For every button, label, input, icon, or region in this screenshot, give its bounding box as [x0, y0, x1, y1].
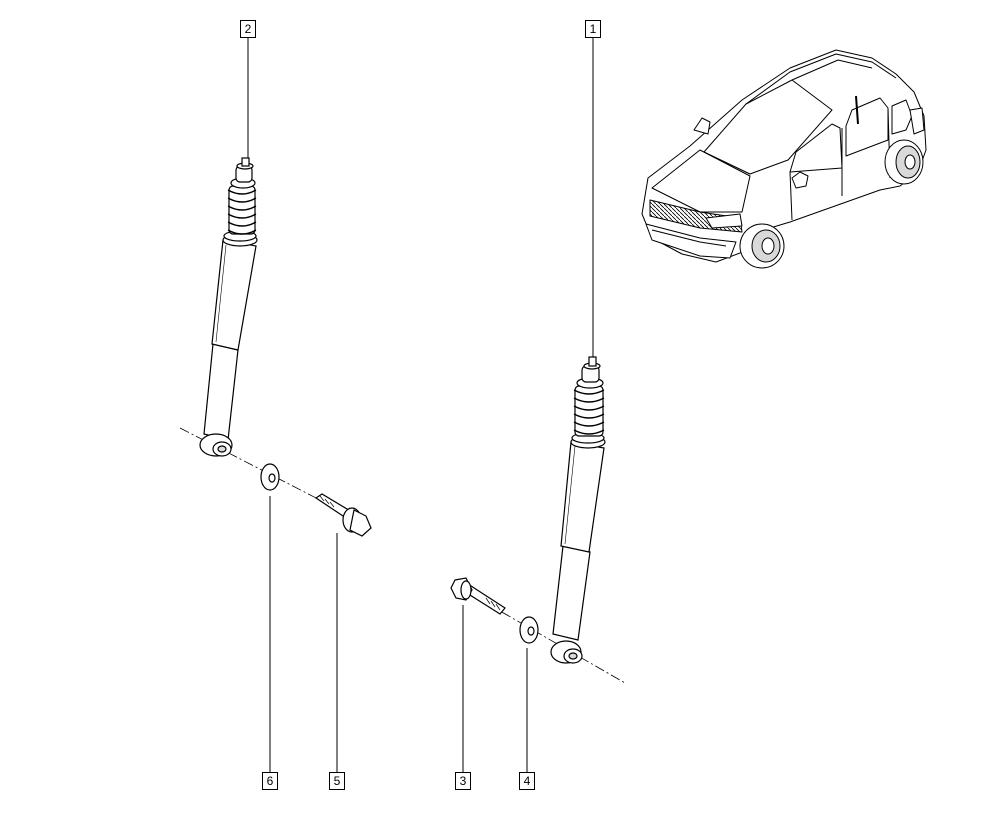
shock-absorber-icon: [550, 356, 606, 664]
callout-5: 5: [329, 772, 345, 790]
car-icon: [641, 49, 927, 269]
callout-6: 6: [262, 772, 278, 790]
washer-icon: [260, 463, 280, 491]
bolt-icon: [450, 577, 506, 615]
bolt-icon: [314, 493, 372, 537]
callout-4: 4: [519, 772, 535, 790]
callout-2: 2: [240, 20, 256, 38]
callout-1: 1: [585, 20, 601, 38]
shock-absorber-icon: [199, 157, 258, 457]
washer-icon: [519, 616, 539, 644]
leader-lines: [247, 38, 594, 772]
callout-3: 3: [455, 772, 471, 790]
